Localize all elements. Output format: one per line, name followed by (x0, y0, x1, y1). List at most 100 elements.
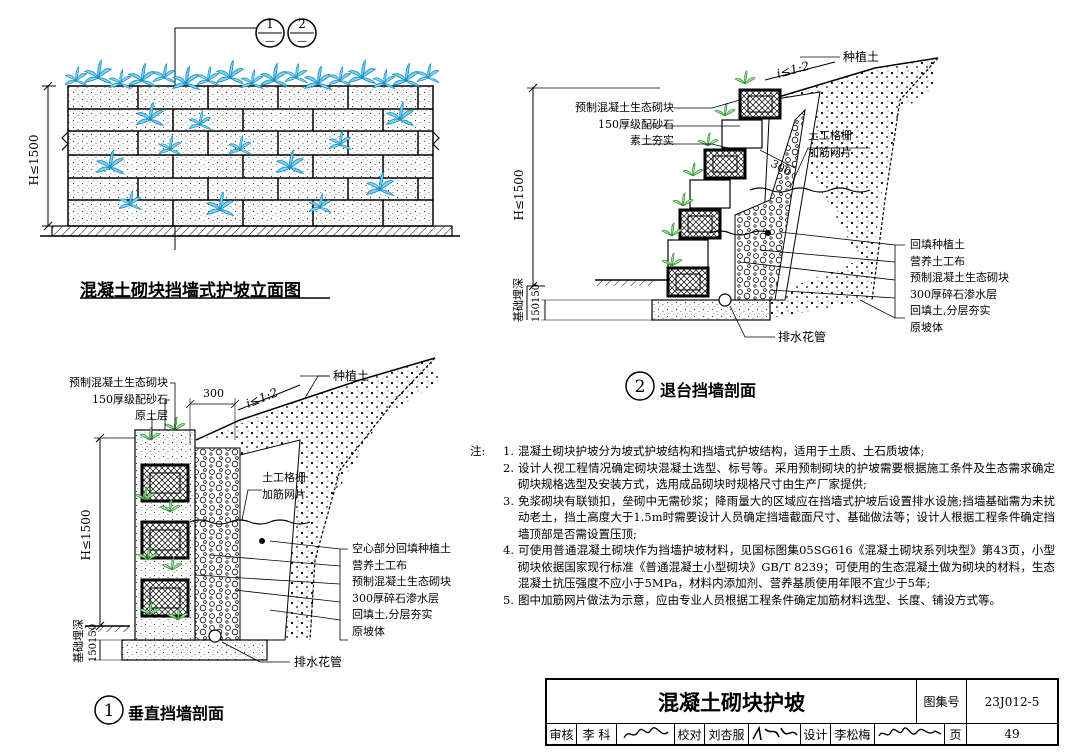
note-number: 2. (503, 460, 514, 475)
section2-right-labels: 回填种植土 营养土工布 预制混凝土生态砌块 300厚碎石渗水层 回填土,分层夯实… (910, 237, 1009, 336)
plant-icon (714, 102, 736, 117)
section1-geogrid-label: 土工格栅 (262, 471, 306, 484)
note-number: 1. (503, 444, 514, 458)
plant-icon (348, 59, 376, 84)
section1-right-label: 预制混凝土生态砌块 (352, 575, 451, 588)
section1-top-label: 预制混凝土生态砌块 (69, 376, 168, 389)
note-text: 图中加筋网片做法为示意，应由专业人员根据工程条件确定加筋材料选型、长度、铺设方式… (518, 592, 1001, 607)
section1-right-label: 空心部分回填种植土 (352, 542, 451, 555)
notes: 注: 1. 混凝土砌块护坡分为坡式护坡结构和挡墙式护坡结构，适用于土质、土石质坡… (470, 443, 1055, 608)
note-item: 4. 可使用普通混凝土砌块作为挡墙护坡材料，见国标图集05SG616《混凝土砌块… (470, 542, 1055, 592)
plant-icon (284, 63, 308, 83)
section-marker-2-sub: — (297, 36, 307, 47)
section-marker-1-sub: — (265, 36, 275, 47)
section1-base-label: 基础埋深 (72, 619, 85, 663)
section2-height-label: H≤1500 (512, 169, 526, 220)
section1-right-label: 营养土工布 (352, 558, 407, 572)
section2-number: 2 (635, 377, 646, 397)
section2-base-dims: 150150 (531, 284, 542, 322)
section2-right-label: 预制混凝土生态砌块 (910, 271, 1009, 284)
note-item: 3. 免浆砌块有联锁扣，垒砌中无需砂浆；降雨量大的区域应在挡墙式护坡后设置排水设… (470, 493, 1055, 543)
plant-icon (128, 62, 156, 87)
designer-name: 李松梅 (831, 724, 875, 744)
note-text: 混凝土砌块护坡分为坡式护坡结构和挡墙式护坡结构，适用于土质、土石质坡体; (518, 444, 925, 458)
plant-icon (416, 63, 440, 83)
plant-icon (682, 162, 704, 177)
check-label: 校对 (675, 724, 705, 744)
review-label: 审核 (547, 724, 577, 744)
plant-icon (64, 66, 88, 86)
note-text: 设计人视工程情况确定砌块混凝土选型、标号等。采用预制砌块的护坡需要根据施工条件及… (518, 460, 1055, 492)
design-label: 设计 (801, 724, 831, 744)
plant-icon (260, 62, 288, 87)
note-text: 免浆砌块有联锁扣，垒砌中无需砂浆；降雨量大的区域应在挡墙式护坡后设置排水设施;挡… (518, 493, 1055, 541)
plant-icon (734, 70, 756, 85)
plant-icon (196, 66, 220, 86)
section2-view (526, 56, 939, 338)
section1-number-circle (94, 695, 124, 725)
plant-icon (392, 62, 420, 87)
section2-drain-pipe: 排水花管 (778, 330, 827, 344)
section1-geogrid-labels: 土工格栅 加筋网片 (262, 470, 306, 503)
note-number: 3. (503, 493, 514, 508)
plant-icon (328, 66, 352, 86)
section2-right-label: 回填土,分层夯实 (910, 304, 991, 317)
section1-top-labels: 预制混凝土生态砌块 150厚级配砂石 原土层 (52, 375, 168, 425)
section2-left-label: 预制混凝土生态砌块 (575, 101, 674, 114)
section-marker-1: 1 — (255, 17, 285, 48)
page-label: 页 (945, 724, 967, 744)
section1-number: 1 (104, 701, 115, 721)
section2-geogrid-labels: 土工格栅 加筋网片 (808, 128, 852, 161)
checker-signature (749, 724, 801, 744)
section1-right-labels: 空心部分回填种植土 营养土工布 预制混凝土生态砌块 300厚碎石渗水层 回填土,… (352, 541, 451, 640)
note-item: 5. 图中加筋网片做法为示意，应由专业人员根据工程条件确定加筋材料选型、长度、铺… (470, 592, 1055, 609)
section1-base-dims: 150150 (88, 624, 99, 662)
checker-name: 刘杏服 (705, 724, 749, 744)
section1-drain-pipe: 排水花管 (294, 655, 343, 669)
section-marker-1-num: 1 (266, 17, 274, 31)
section1-slope: i≤1:2 (244, 385, 280, 410)
section1-top-label: 原土层 (135, 409, 168, 422)
note-number: 5. (503, 592, 514, 607)
section-marker-2-num: 2 (298, 17, 306, 31)
section2-geogrid-label: 加筋网片 (808, 145, 852, 159)
note-item: 2. 设计人视工程情况确定砌块混凝土选型、标号等。采用预制砌块的护坡需要根据施工… (470, 460, 1055, 493)
elevation-title: 混凝土砌块挡墙式护坡立面图 (80, 281, 301, 301)
section2-right-label: 300厚碎石渗水层 (910, 287, 997, 301)
reviewer-signature (617, 724, 675, 744)
section1-geogrid-label: 加筋网片 (262, 487, 306, 501)
section1-planting-soil: 种植土 (333, 369, 370, 383)
note-item: 注: 1. 混凝土砌块护坡分为坡式护坡结构和挡墙式护坡结构，适用于土质、土石质坡… (470, 443, 1055, 460)
section2-title: 退台挡墙剖面 (660, 381, 757, 400)
page-number: 49 (1004, 727, 1020, 741)
section2-left-label: 素土夯实 (630, 134, 674, 147)
title-block: 混凝土砌块护坡 图集号 23J012-5 审核 李 科 校对 刘杏服 设计 李松… (545, 678, 1059, 746)
section1-right-label: 回填土,分层夯实 (352, 608, 433, 621)
section1-dim-300: 300 (203, 387, 224, 400)
section2-left-labels: 预制混凝土生态砌块 150厚级配砂石 素土夯实 (558, 100, 674, 150)
section1-title: 垂直挡墙剖面 (128, 704, 225, 723)
plant-icon (152, 63, 176, 83)
section-marker-2: 2 — (287, 17, 317, 48)
elevation-view (40, 27, 460, 250)
reviewer-name: 李 科 (577, 724, 617, 744)
plant-icon (216, 59, 244, 84)
atlas-number: 23J012-5 (967, 680, 1057, 724)
section2-right-label: 原坡体 (910, 320, 943, 334)
section1-right-label: 原坡体 (352, 624, 385, 638)
section2-left-label: 150厚级配砂石 (598, 117, 674, 131)
section2-base-label: 基础埋深 (512, 278, 525, 322)
drawing-title: 混凝土砌块护坡 (547, 680, 917, 724)
notes-header: 注: (470, 444, 486, 458)
elevation-height-label: H≤1500 (27, 134, 41, 185)
section2-slope: i≤1:2 (775, 59, 811, 81)
section2-number-circle (625, 371, 655, 401)
designer-signature (875, 724, 945, 744)
section2-right-label: 回填种植土 (910, 238, 965, 251)
section1-view (85, 357, 440, 663)
section1-top-label: 150厚级配砂石 (92, 392, 168, 406)
section1-right-label: 300厚碎石渗水层 (352, 591, 439, 605)
section2-planting-soil: 种植土 (843, 50, 880, 64)
